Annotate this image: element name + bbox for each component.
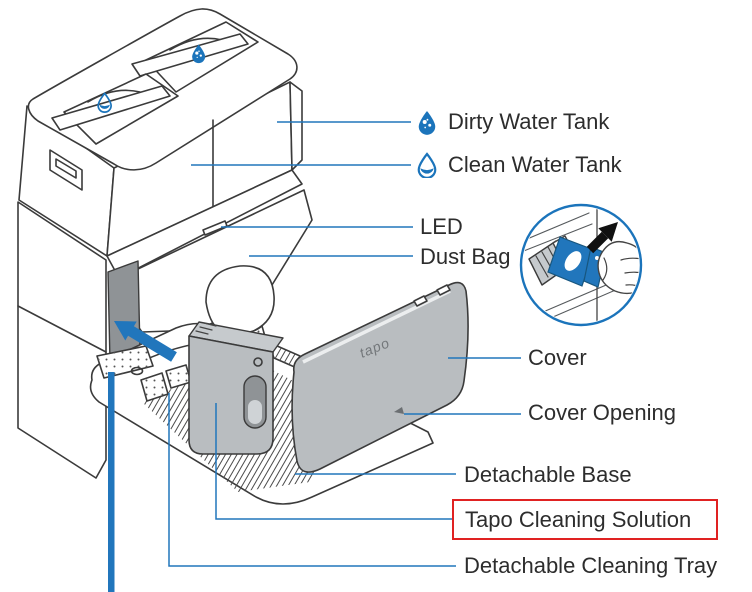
label-led: LED — [420, 214, 463, 239]
clean-water-lid-icon — [97, 92, 112, 114]
cleaning-tray-graphic — [96, 345, 192, 402]
label-text: Clean Water Tank — [448, 152, 622, 177]
label-dust-bag: Dust Bag — [420, 244, 511, 269]
cover-opening-notch — [394, 407, 404, 414]
leader-thick-bottom — [108, 372, 115, 592]
clean-water-drop-icon — [417, 152, 437, 178]
dust-bag-compartment-graphic — [106, 169, 313, 363]
leader-cleaning-tray — [168, 393, 456, 567]
dirty-water-lid-icon — [192, 44, 206, 64]
label-text: Dirty Water Tank — [448, 109, 610, 134]
label-detachable-cleaning-tray: Detachable Cleaning Tray — [464, 553, 718, 578]
insert-direction-arrow-icon — [114, 321, 177, 362]
water-tanks-graphic — [18, 8, 303, 257]
label-clean-water-tank: Clean Water Tank — [416, 152, 622, 178]
tapo-cleaning-solution-highlight-box: Tapo Cleaning Solution — [452, 499, 718, 540]
cover-graphic: tapo — [291, 281, 469, 473]
leader-lines — [108, 121, 521, 592]
station-body-graphic — [17, 201, 107, 479]
label-detachable-base: Detachable Base — [464, 462, 632, 487]
label-cover-opening: Cover Opening — [528, 400, 676, 425]
label-dirty-water-tank: Dirty Water Tank — [416, 109, 609, 135]
pull-out-arrow-icon — [586, 222, 618, 254]
dirty-water-drop-icon — [418, 111, 436, 135]
cleaning-solution-bottle-graphic — [188, 321, 284, 455]
leader-cleaning-solution — [215, 403, 452, 520]
label-tapo-cleaning-solution: Tapo Cleaning Solution — [465, 506, 692, 532]
label-cover: Cover — [528, 345, 587, 370]
dust-bag-insert-inset — [519, 203, 643, 327]
